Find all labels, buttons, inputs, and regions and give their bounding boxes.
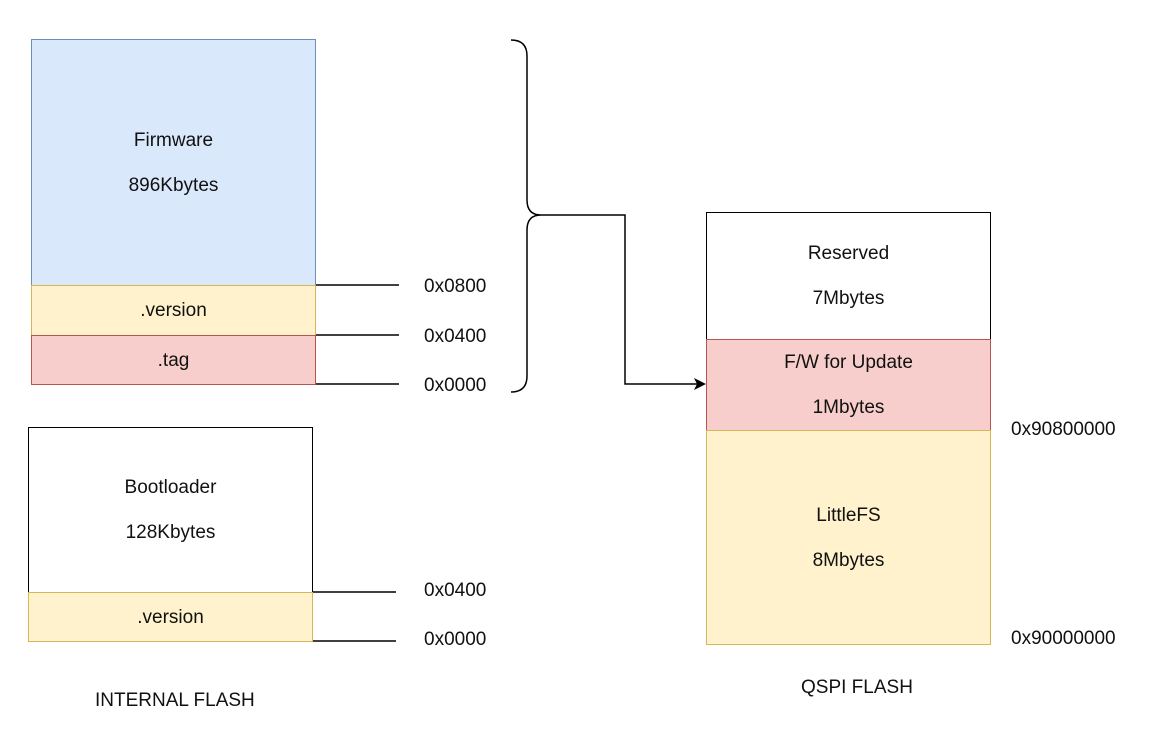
bootloader-size: 128Kbytes — [125, 522, 216, 543]
firmware-version-block: .version — [31, 285, 316, 336]
bl-address-0400: 0x0400 — [424, 580, 487, 601]
fw-update-size: 1Mbytes — [812, 397, 885, 418]
fw-address-0400: 0x0400 — [424, 326, 487, 347]
firmware-label: Firmware — [133, 129, 214, 151]
update-arrow — [541, 214, 706, 390]
bootloader-version-label: .version — [137, 606, 204, 628]
bootloader-version-block: .version — [28, 592, 313, 642]
fw-update-block: F/W for Update 1Mbytes — [706, 339, 991, 431]
bootloader-label: Bootloader — [124, 477, 217, 498]
fw-update-label: F/W for Update — [784, 352, 913, 373]
qspi-address-90800000: 0x90800000 — [1011, 419, 1116, 440]
littlefs-size: 8Mbytes — [812, 549, 885, 571]
reserved-size: 7Mbytes — [812, 288, 885, 309]
qspi-flash-caption: QSPI FLASH — [801, 677, 913, 698]
firmware-block: Firmware 896Kbytes — [31, 39, 316, 286]
firmware-size: 896Kbytes — [128, 174, 219, 196]
curly-brace — [510, 39, 542, 393]
firmware-tag-block: .tag — [31, 335, 316, 385]
internal-flash-caption: INTERNAL FLASH — [95, 690, 255, 711]
firmware-tag-label: .tag — [157, 349, 190, 371]
littlefs-label: LittleFS — [816, 504, 881, 526]
firmware-version-label: .version — [140, 300, 207, 321]
littlefs-block: LittleFS 8Mbytes — [706, 430, 991, 645]
bl-address-0000: 0x0000 — [424, 629, 487, 650]
reserved-label: Reserved — [807, 243, 890, 264]
reserved-block: Reserved 7Mbytes — [706, 212, 991, 340]
bootloader-block: Bootloader 128Kbytes — [28, 427, 313, 593]
fw-address-0000: 0x0000 — [424, 375, 487, 396]
qspi-address-90000000: 0x90000000 — [1011, 628, 1116, 649]
fw-address-0800: 0x0800 — [424, 276, 487, 297]
